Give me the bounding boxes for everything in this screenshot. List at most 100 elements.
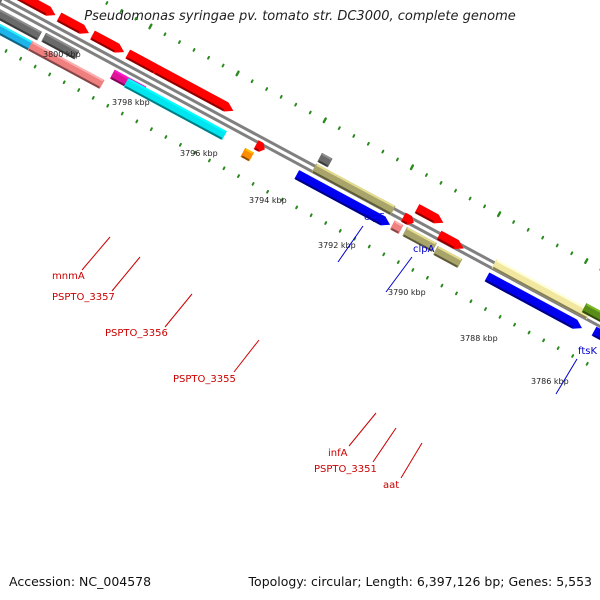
tick-label: 3798 kbp [112, 98, 150, 107]
tick-mark-outer [265, 87, 269, 91]
tick-mark-outer [409, 164, 415, 171]
gene-highlight [586, 303, 600, 313]
tick-mark-outer [279, 94, 283, 99]
label-leader-line [385, 256, 413, 293]
tick-mark-inner [33, 64, 37, 69]
gene-highlight [94, 31, 119, 46]
tick-mark-outer [178, 40, 181, 44]
gene-highlight [437, 246, 462, 261]
gene-shadow [485, 280, 573, 329]
gene-feature[interactable] [436, 230, 464, 250]
gene-shadow [295, 177, 381, 225]
gene-feature[interactable] [491, 259, 592, 320]
tick-mark-inner [164, 135, 168, 139]
tick-mark-inner [237, 174, 240, 178]
gene-feature[interactable] [0, 0, 5, 4]
tick-mark-inner [106, 103, 110, 108]
gene-shadow [401, 220, 408, 225]
tick-mark-outer [337, 126, 341, 131]
tick-mark-inner [396, 260, 400, 265]
genes-layer[interactable] [0, 0, 600, 351]
genes-label: Genes: [508, 574, 553, 589]
gene-feature[interactable] [484, 272, 583, 329]
label-leader-line [337, 225, 364, 263]
gene-feature[interactable] [253, 140, 265, 152]
tick-mark-inner [440, 283, 444, 288]
label-leader-line [348, 412, 377, 447]
gene-shadow [318, 160, 328, 167]
gene-feature[interactable] [90, 30, 125, 53]
gene-highlight [258, 140, 263, 145]
gene-feature[interactable] [389, 220, 404, 234]
gene-feature[interactable] [0, 7, 42, 41]
gene-highlight [299, 170, 385, 218]
tick-mark-inner [469, 299, 473, 304]
gene-feature[interactable] [591, 326, 600, 351]
gene-highlight [33, 0, 50, 9]
gene-feature[interactable] [317, 152, 333, 168]
tick-mark-inner [556, 346, 560, 351]
tick-mark-inner [222, 166, 226, 171]
tick-mark-inner [4, 49, 8, 53]
gene-feature[interactable] [56, 12, 89, 34]
gene-highlight [321, 153, 332, 160]
tick-mark-inner [280, 197, 284, 202]
tick-mark-outer [294, 102, 298, 107]
gene-body [402, 227, 437, 252]
tick-label: 3786 kbp [531, 377, 569, 386]
gene-highlight [245, 148, 254, 154]
tick-mark-outer [526, 227, 530, 232]
gene-feature[interactable] [414, 204, 444, 224]
tick-mark-inner [527, 330, 531, 335]
label-leader-line [164, 293, 193, 328]
tick-mark-inner [251, 182, 255, 186]
gene-body [125, 49, 163, 74]
tick-mark-outer [192, 48, 196, 52]
tick-mark-outer [541, 235, 545, 240]
gene-label: PSPTO_3357 [52, 292, 115, 303]
gene-feature[interactable] [125, 49, 163, 74]
gene-feature[interactable] [11, 0, 56, 16]
gene-feature[interactable] [153, 64, 234, 112]
tick-mark-inner [324, 221, 328, 225]
tick-label: 3794 kbp [249, 196, 287, 205]
tick-mark-outer [555, 243, 559, 248]
tick-mark-inner [367, 244, 371, 249]
label-leader-line [111, 256, 141, 292]
gene-label: PSPTO_3355 [173, 374, 236, 385]
gene-label: ftsK [578, 346, 597, 357]
gene-highlight [32, 41, 104, 82]
tick-label: 3796 kbp [180, 149, 218, 158]
gene-body [153, 64, 234, 112]
tick-mark-outer [119, 8, 123, 13]
gene-feature[interactable] [123, 78, 227, 141]
gene-shadow [16, 0, 47, 16]
tick-mark-inner [207, 158, 211, 163]
gene-feature[interactable] [41, 32, 80, 60]
tick-layer [4, 1, 600, 366]
tick-mark-outer [439, 181, 443, 185]
tick-mark-outer [424, 173, 428, 177]
label-leader-line [555, 358, 578, 395]
gene-feature[interactable] [294, 170, 391, 226]
gene-feature[interactable] [402, 227, 437, 252]
gene-feature[interactable] [27, 41, 105, 89]
tick-mark-outer [352, 134, 356, 138]
tick-mark-outer [221, 63, 225, 68]
gene-shadow [433, 253, 458, 268]
gene-highlight [158, 65, 228, 104]
gene-body [433, 245, 463, 268]
gene-shadow [42, 40, 75, 60]
tick-mark-inner [382, 252, 386, 257]
gene-shadow [492, 266, 587, 319]
accession-info: Accession: NC_004578 [9, 574, 151, 589]
gene-feature[interactable] [240, 147, 254, 162]
gene-feature[interactable] [311, 163, 396, 215]
gene-feature[interactable] [433, 245, 463, 268]
gene-feature[interactable] [400, 212, 414, 225]
tick-mark-inner [295, 205, 299, 210]
gene-shadow [126, 57, 154, 74]
gene-label: clpA [413, 244, 435, 255]
